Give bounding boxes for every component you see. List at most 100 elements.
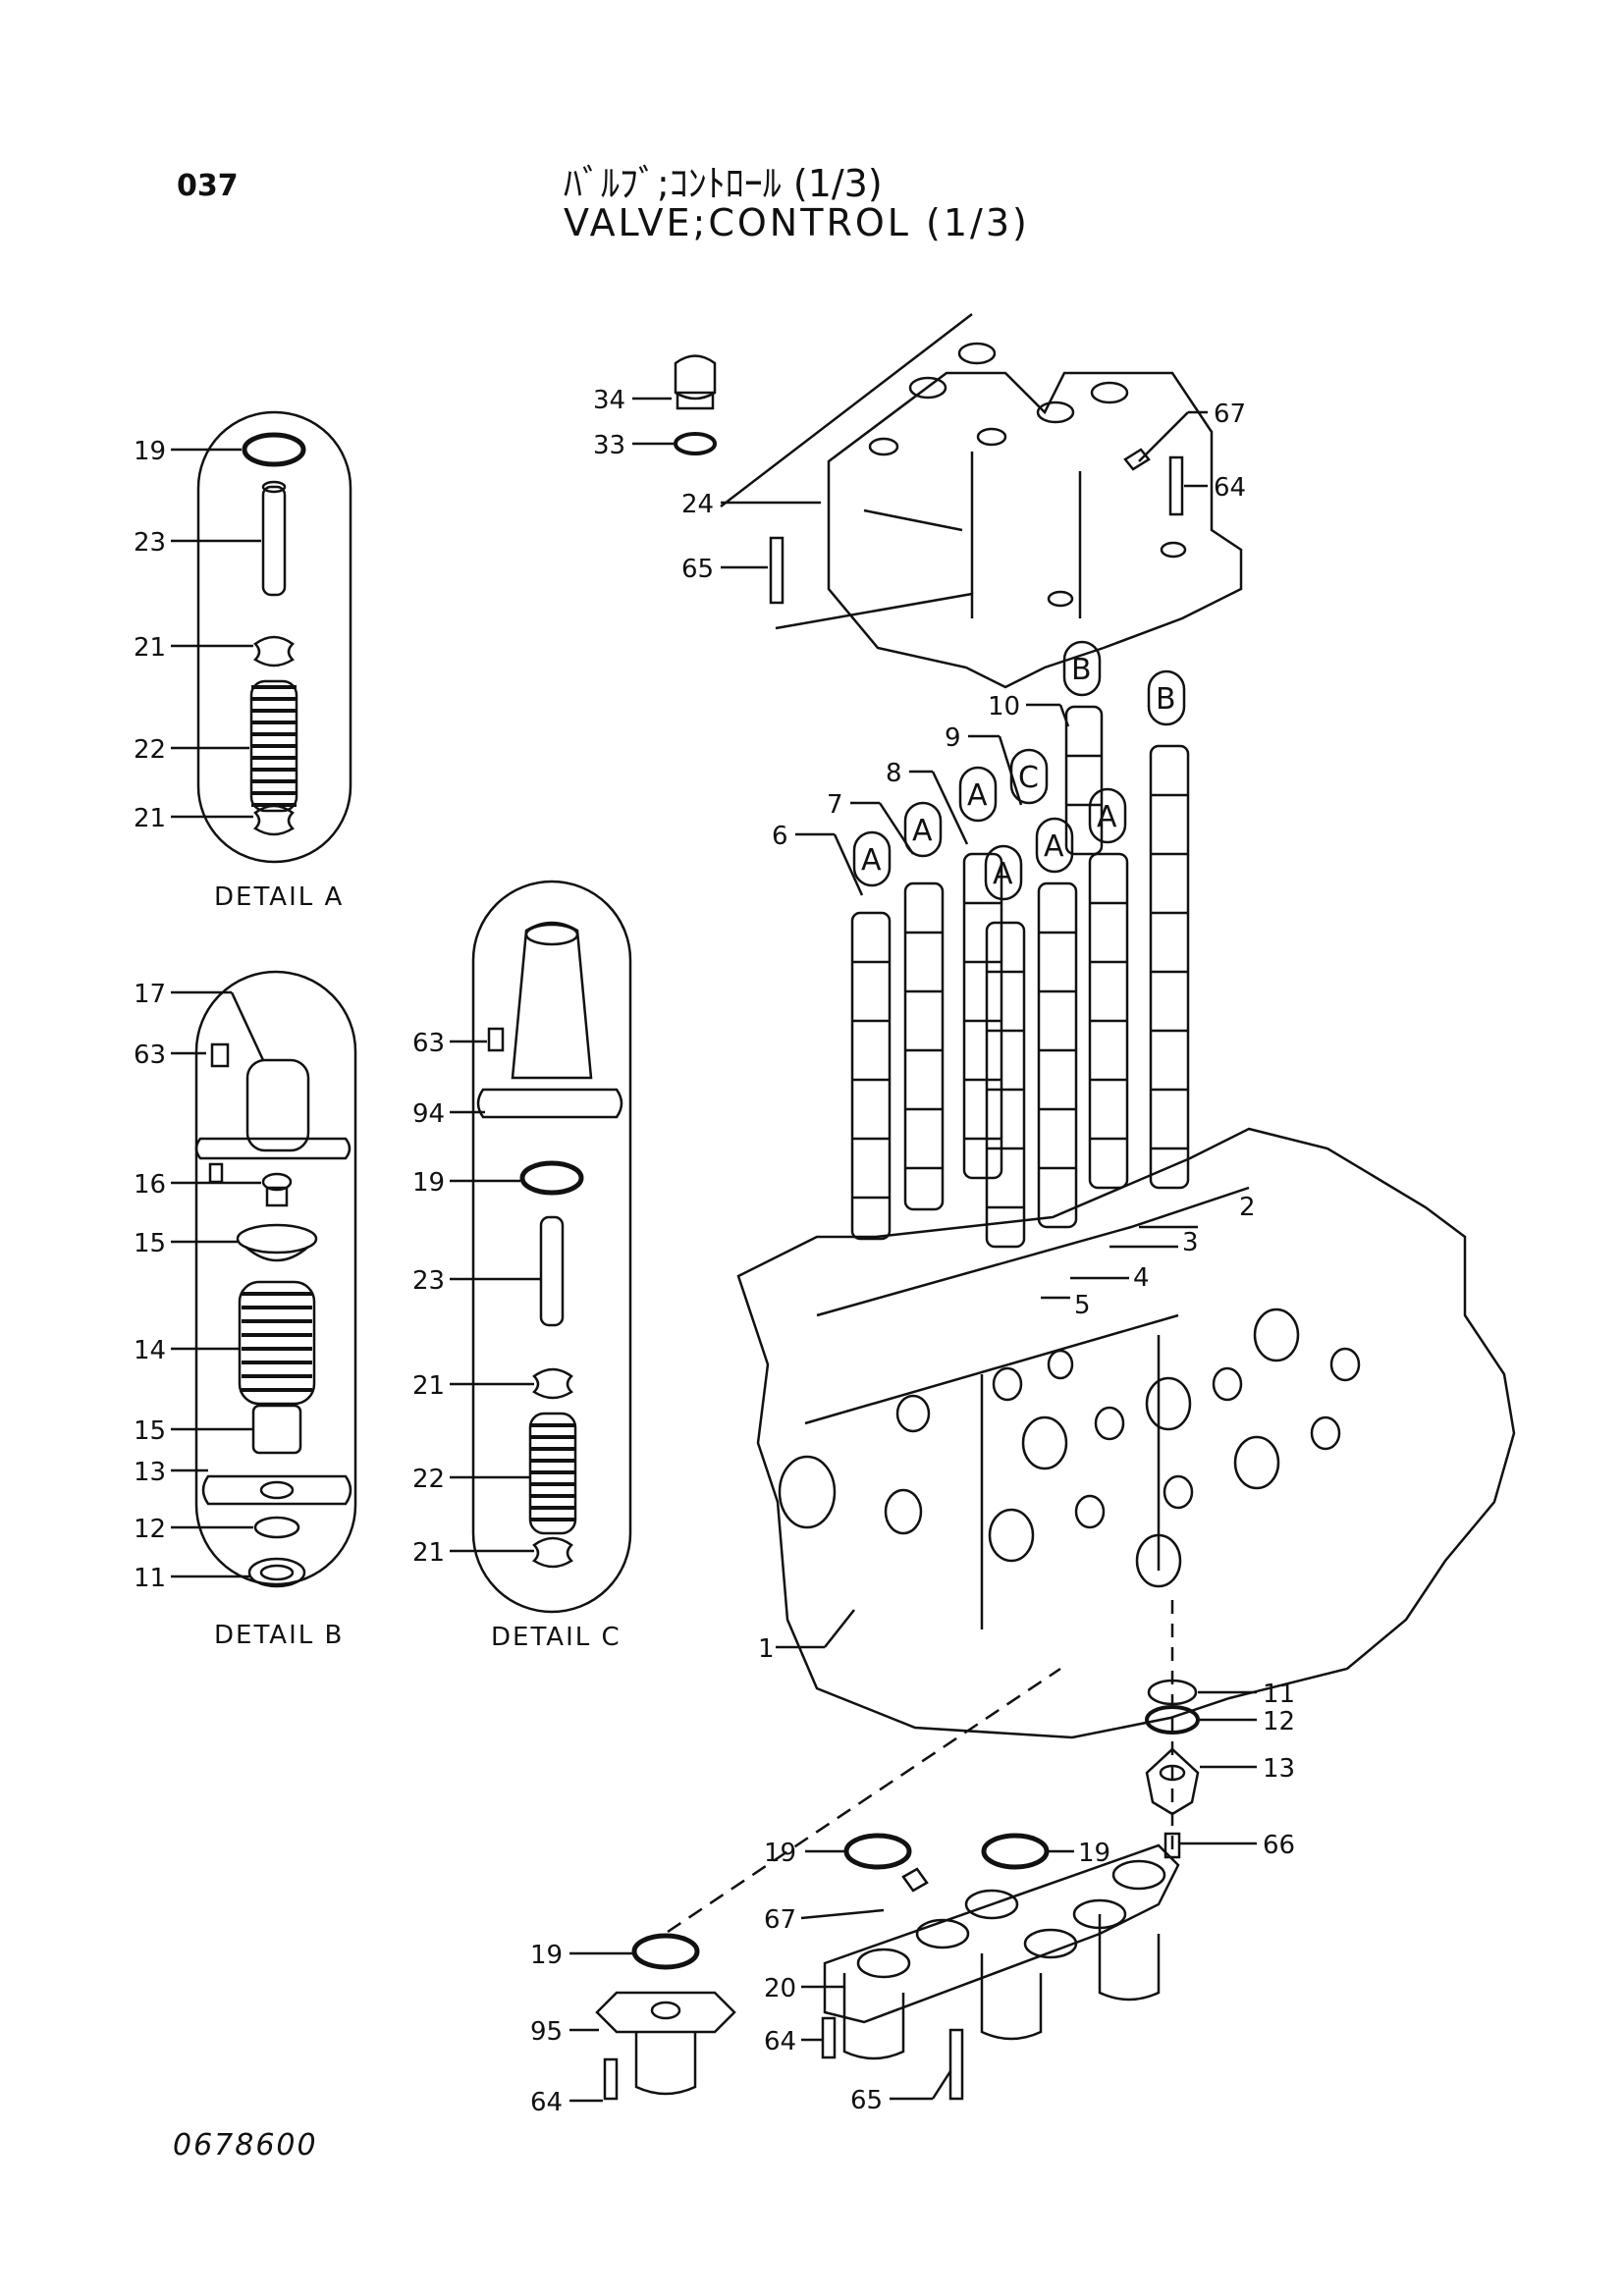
main-body-group: 2 3 4 5 1 [736,1127,1516,1739]
detail-c-outline [471,880,632,1614]
bolt [1168,455,1184,516]
top-cover [827,371,1243,689]
bubble-a-4 [984,844,1023,901]
bolt [1163,1832,1181,1859]
bubble-a-6 [1088,787,1127,844]
bubble-b-2 [1147,669,1186,726]
o-ring [247,1557,306,1588]
bubble-a-1 [958,766,998,823]
o-ring [1145,1705,1200,1735]
label-a4: 22 [134,735,166,765]
pin [539,1215,565,1327]
label-a2: 23 [134,528,166,558]
label-b4: 15 [134,1229,166,1258]
bottom-group: 19 19 67 19 20 95 64 64 65 [530,1667,1180,2117]
label-b5: 14 [134,1336,166,1365]
flange [476,1088,623,1119]
label-7: 7 [827,790,843,820]
label-34: 34 [593,386,625,415]
spring-seat [532,1536,573,1569]
spring [249,679,298,813]
label-95: 95 [530,2017,563,2047]
backup-ring [253,1516,300,1539]
label-9: 9 [945,723,961,753]
label-4: 4 [1133,1263,1150,1293]
top-cover-group: 34 33 24 65 67 64 [593,313,1246,689]
spool [903,881,945,1211]
label-13: 13 [1263,1754,1295,1784]
label-10: 10 [988,692,1020,721]
label-c7: 21 [412,1538,445,1568]
label-11: 11 [1263,1680,1295,1709]
o-ring [242,432,306,467]
label-b6: 15 [134,1416,166,1446]
spool [1149,744,1190,1190]
label-64: 64 [1214,473,1246,503]
bubble-text-a-2: A [912,814,933,848]
label-12: 12 [1263,1707,1295,1736]
manifold-block [823,1843,1180,2024]
label-b9: 11 [134,1564,166,1593]
bolt [210,1042,230,1068]
label-c5: 21 [412,1371,445,1401]
bubble-text-b-1: B [1071,653,1092,687]
bubble-text-a-6: A [1097,800,1117,834]
spring-seat [253,804,295,836]
label-8: 8 [886,759,902,788]
spring [238,1280,316,1406]
spool [1088,852,1129,1190]
label-1: 1 [758,1634,775,1664]
label-6: 6 [772,822,788,851]
label-64-b: 64 [530,2088,563,2117]
detail-c-group: 63 94 19 23 21 22 21 DETAIL C [412,880,632,1652]
pin [261,485,287,597]
label-20: 20 [764,1974,796,2003]
spring-seat [251,1404,302,1455]
o-ring [981,1833,1050,1870]
label-67: 67 [1214,400,1246,429]
label-c1: 63 [412,1029,445,1058]
label-64-c: 64 [764,2027,796,2056]
bolt [769,536,784,605]
valve-body [736,1127,1516,1739]
bolt [208,1162,224,1184]
bubble-text-c: C [1018,761,1039,795]
o-ring [843,1833,912,1870]
o-ring [674,432,717,455]
page-number: 037 [177,169,239,203]
flange [194,1137,352,1160]
detail-b-caption: DETAIL B [214,1621,344,1650]
label-2: 2 [1239,1193,1256,1222]
title-english: VALVE;CONTROL (1/3) [564,201,1030,244]
detail-a-outline [196,410,352,864]
bubble-text-a-4: A [993,857,1013,891]
label-b1: 17 [134,980,166,1009]
label-b8: 12 [134,1515,166,1544]
bubble-a-2 [903,801,943,858]
bubble-b-1 [1062,640,1102,697]
bolt [948,2028,964,2101]
label-3: 3 [1182,1228,1199,1257]
spools-group: B B C A A A A A A 10 9 8 7 6 [772,640,1190,1249]
label-a5: 21 [134,804,166,833]
spool [1037,881,1078,1229]
pin [1123,448,1151,471]
cover [201,1474,352,1506]
label-33: 33 [593,431,625,460]
bolt [821,2016,837,2059]
bubble-text-a-3: A [861,843,882,878]
backup-ring [1147,1679,1198,1706]
bubble-text-b-2: B [1156,682,1176,717]
label-a3: 21 [134,633,166,663]
detail-c-caption: DETAIL C [491,1623,622,1652]
spool [850,911,892,1241]
label-19-c: 19 [530,1941,563,1970]
label-65-b: 65 [850,2086,883,2115]
sleeve [511,921,593,1080]
right-stack-group: 11 12 13 66 [1145,1600,1295,1860]
label-a1: 19 [134,437,166,466]
drawing-number: 0678600 [173,2128,318,2163]
detail-b-outline [194,970,357,1586]
label-19-a: 19 [764,1839,796,1868]
